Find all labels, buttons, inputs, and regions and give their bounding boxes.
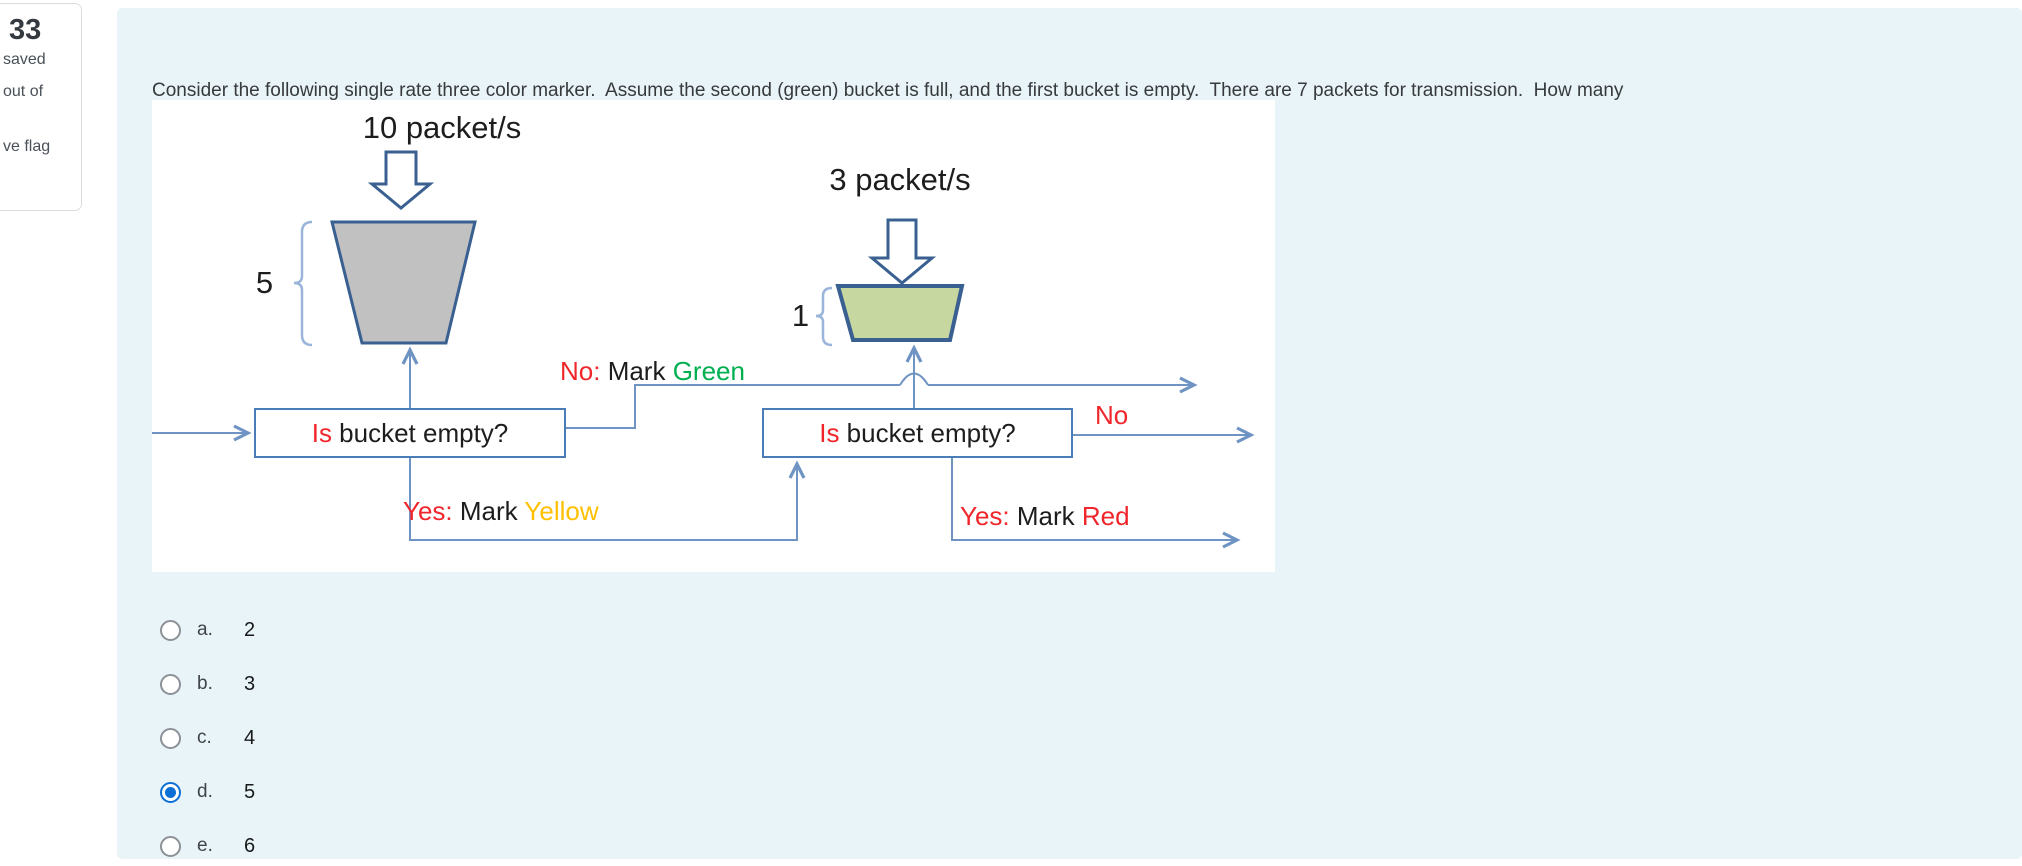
mark-word: Mark [600,356,673,386]
bucket-empty-text: bucket empty? [839,417,1016,448]
is-word: Is [311,417,332,448]
answer-options: a. 2 b. 3 c. 4 d. 5 e. 6 [160,616,255,866]
remove-flag-link[interactable]: ve flag [3,138,51,155]
option-value: 6 [244,834,256,857]
yellow-word: Yellow [524,496,599,526]
marked-out-of-text: out of [3,83,44,100]
option-letter: c. [197,727,212,748]
question-info-box: 33 saved out of ve flag [0,3,82,211]
option-row-e[interactable]: e. 6 [160,832,255,860]
inflow-arrow-icon-bucket2 [867,218,937,285]
yes-mark-yellow-label: Yes: Mark Yellow [403,496,599,527]
option-letter: a. [197,619,213,640]
yes-prefix: Yes: [403,496,453,526]
question-panel: Consider the following single rate three… [117,8,2022,859]
diagram-shapes [152,150,1255,549]
no-mark-green-label: No: Mark Green [560,356,745,387]
bucket1-gray [330,220,477,345]
mark-word: Mark [1009,501,1082,531]
bucket1-depth-brace [293,220,313,347]
green-word: Green [672,356,745,386]
bucket2-depth-brace [815,286,833,347]
srtcm-diagram: 10 packet/s 3 packet/s 5 1 No: Mark Gree… [152,100,1275,572]
option-row-b[interactable]: b. 3 [160,670,255,698]
answer-saved-status: saved [3,51,46,68]
radio-button[interactable] [160,727,181,749]
decision-box-bucket2: Is bucket empty? [762,408,1073,458]
question-number: 33 [9,14,42,46]
connector-yes-red [951,458,1241,549]
red-word: Red [1081,501,1130,531]
no-label: No [1095,400,1129,430]
bucket2-green [835,284,965,342]
no-prefix: No: [560,356,601,386]
question-text: Consider the following single rate three… [152,21,1623,245]
option-value: 4 [244,726,256,749]
bucket1-depth-label: 5 [255,265,274,300]
option-value: 3 [244,672,256,695]
question-text-line1: Consider the following single rate three… [152,80,1624,101]
connector-yes-yellow [409,458,806,541]
radio-button[interactable] [160,673,181,695]
option-value: 2 [244,618,256,641]
bucket1-rate-label: 10 packet/s [362,110,522,145]
decision-box-bucket1: Is bucket empty? [254,408,566,458]
option-letter: d. [197,781,213,802]
connector-no-green-hop [899,372,929,386]
connector-no-green-step [566,384,900,429]
inflow-arrow-icon-bucket1 [367,150,435,210]
bucket-empty-text: bucket empty? [331,417,509,448]
bucket2-rate-label: 3 packet/s [829,162,971,197]
option-row-d[interactable]: d. 5 [160,778,255,806]
option-row-c[interactable]: c. 4 [160,724,255,752]
option-value: 5 [244,780,256,803]
bucket2-depth-label: 1 [791,298,810,333]
option-letter: e. [197,835,213,856]
option-row-a[interactable]: a. 2 [160,616,255,644]
radio-button[interactable] [160,619,181,641]
radio-button[interactable] [160,835,181,857]
yes-prefix: Yes: [960,501,1010,531]
mark-word: Mark [452,496,525,526]
option-letter: b. [197,673,213,694]
is-word: Is [819,417,840,448]
yes-mark-red-label: Yes: Mark Red [960,501,1130,532]
radio-button[interactable] [160,781,181,803]
